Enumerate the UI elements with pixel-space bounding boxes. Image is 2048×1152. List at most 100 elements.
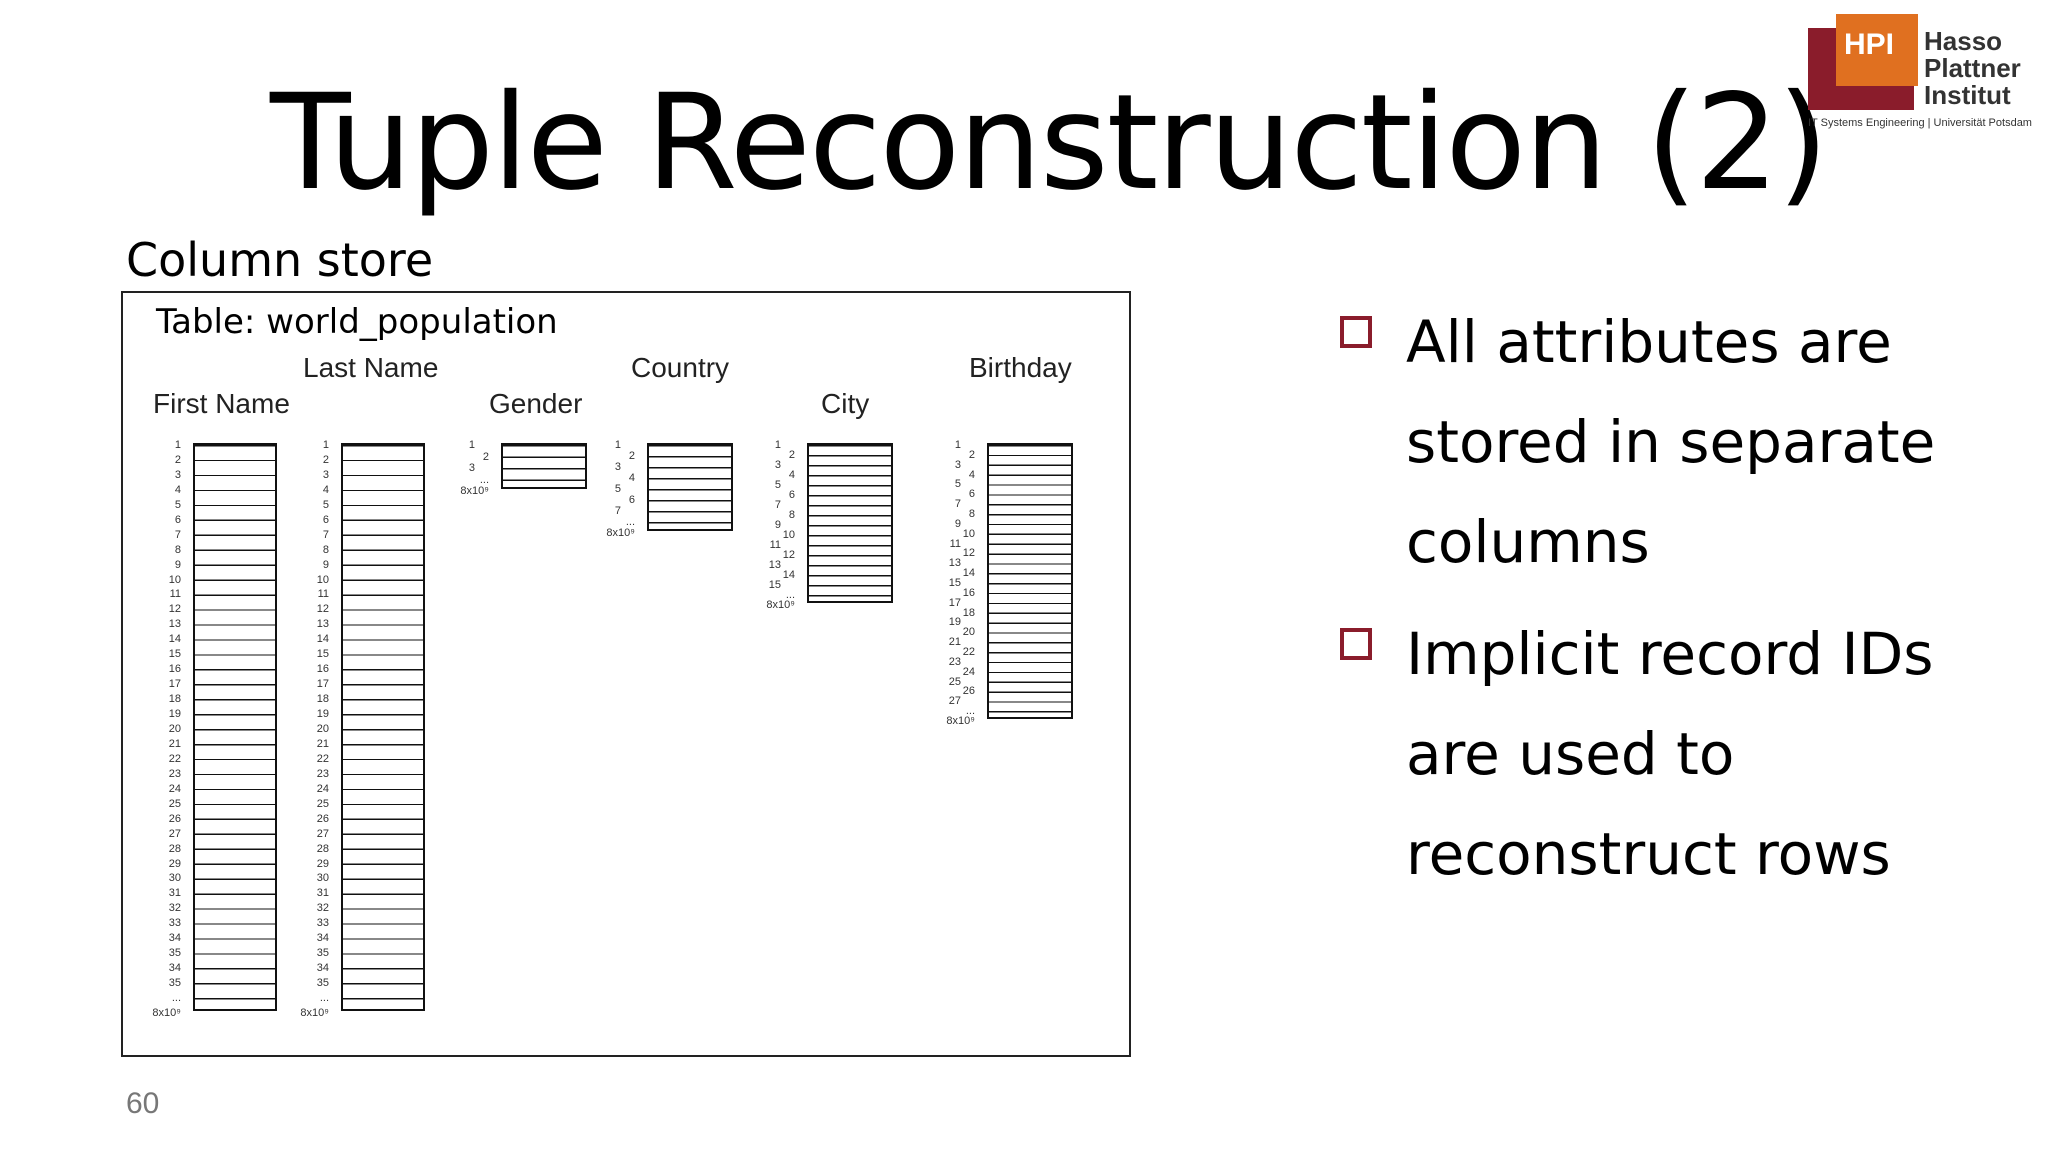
row-number-label: 32 <box>316 902 329 915</box>
row-number-label: 34 <box>316 932 329 945</box>
row-number-label: 25 <box>948 675 961 688</box>
logo-name-line: Hasso <box>1924 26 2003 56</box>
column-storage-box <box>193 443 277 1011</box>
row-number-label: 25 <box>168 797 181 810</box>
row-number-label: ... <box>171 992 181 1005</box>
row-number-label: 18 <box>962 606 975 619</box>
row-number-label: 19 <box>168 708 181 721</box>
row-number-label: 8 <box>174 543 181 556</box>
row-number-label: 2 <box>482 450 489 463</box>
row-number-label: 28 <box>316 842 329 855</box>
page-number: 60 <box>126 1087 160 1120</box>
column-storage-box <box>341 443 425 1011</box>
row-number-label: 29 <box>168 857 181 870</box>
row-number-label: 9 <box>322 558 329 571</box>
row-number-label: ... <box>785 589 795 601</box>
slide-subtitle: Column store <box>126 233 434 287</box>
column-label: Last Name <box>303 352 439 383</box>
bullet-list: All attributes are stored in separate co… <box>1340 292 2040 916</box>
bullet-square-icon <box>1340 316 1372 348</box>
row-number-label: 6 <box>174 513 181 526</box>
row-number-label: 5 <box>614 483 621 495</box>
column-storage-box <box>807 443 893 603</box>
row-number-label: 14 <box>962 567 975 580</box>
row-number-label: 14 <box>168 633 181 646</box>
row-number-label: 25 <box>316 797 329 810</box>
row-number-label: 27 <box>948 695 961 708</box>
row-number-label: 15 <box>168 648 181 661</box>
row-number-label: 35 <box>168 977 181 990</box>
row-number-label: 9 <box>774 519 781 531</box>
row-number-label: 5 <box>322 498 329 511</box>
row-number-label: 3 <box>774 459 781 471</box>
logo-badge-text: HPI <box>1844 28 1895 61</box>
row-number-label: 20 <box>168 723 181 735</box>
row-number-label: 22 <box>316 752 329 765</box>
logo-square-orange <box>1836 14 1918 86</box>
row-number-label: 11 <box>769 539 781 551</box>
row-number-label: 6 <box>788 489 795 501</box>
row-number-label: 12 <box>316 603 329 616</box>
row-number-label: 33 <box>168 917 181 930</box>
row-number-label: 1 <box>468 439 475 451</box>
row-number-label: 33 <box>316 917 329 930</box>
row-number-label: 28 <box>168 842 181 855</box>
row-number-label: 5 <box>774 479 781 491</box>
row-number-label: 20 <box>316 723 329 735</box>
row-number-label: 12 <box>782 549 795 561</box>
bullet-item: Implicit record IDs are used to reconstr… <box>1340 604 2040 904</box>
row-number-label: 23 <box>168 767 181 780</box>
row-number-label: 6 <box>322 513 329 526</box>
row-number-label: 3 <box>954 458 961 471</box>
row-number-label: 26 <box>168 812 181 825</box>
bullet-text: Implicit record IDs are used to reconstr… <box>1406 620 1934 888</box>
row-number-label: 3 <box>174 468 181 481</box>
column-label: Birthday <box>969 352 1072 383</box>
figure-caption: Table: world_population <box>156 302 558 342</box>
row-number-label: 10 <box>782 529 795 541</box>
row-number-label: ... <box>625 516 635 528</box>
row-number-label: 34 <box>168 962 181 975</box>
row-number-label: 16 <box>316 663 329 676</box>
row-number-label: 16 <box>962 586 975 599</box>
row-number-label: 2 <box>628 450 635 462</box>
bullet-item: All attributes are stored in separate co… <box>1340 292 2040 592</box>
row-number-label: 3 <box>322 468 329 481</box>
row-number-label: 13 <box>168 618 181 631</box>
row-number-label: 3 <box>614 461 621 473</box>
row-number-label: 5 <box>174 498 181 511</box>
row-number-label: 11 <box>317 588 329 601</box>
row-number-label: 7 <box>322 528 329 541</box>
column-storage-box <box>647 443 733 531</box>
row-number-label: 8x10⁹ <box>606 527 635 539</box>
slide-title: Tuple Reconstruction (2) <box>270 66 1829 220</box>
row-number-label: 26 <box>316 812 329 825</box>
row-number-label: 1 <box>954 439 961 451</box>
row-number-label: 3 <box>468 462 475 474</box>
row-number-label: 6 <box>968 488 975 501</box>
row-number-label: 17 <box>168 678 181 691</box>
row-number-label: 21 <box>316 737 329 750</box>
row-number-label: 24 <box>168 782 181 795</box>
row-number-label: 20 <box>962 626 975 639</box>
logo-subline: IT Systems Engineering | Universität Pot… <box>1808 117 2032 129</box>
row-number-label: 30 <box>168 872 181 885</box>
row-number-label: 16 <box>168 663 181 676</box>
row-number-label: 17 <box>316 678 329 691</box>
row-number-label: 15 <box>316 648 329 661</box>
row-number-label: 19 <box>948 616 961 629</box>
row-number-label: 24 <box>316 782 329 795</box>
row-number-label: 1 <box>774 439 781 451</box>
row-number-label: 29 <box>316 857 329 870</box>
row-number-label: 35 <box>316 977 329 990</box>
row-number-label: 13 <box>768 559 781 571</box>
row-number-label: 12 <box>168 603 181 616</box>
row-number-label: 14 <box>316 633 329 646</box>
row-number-label: 22 <box>962 646 975 658</box>
row-number-label: 22 <box>168 752 181 765</box>
row-number-label: 4 <box>968 468 975 481</box>
row-number-label: 19 <box>316 708 329 721</box>
logo-name: Hasso Plattner Institut <box>1924 28 2021 109</box>
column-storage-box <box>987 443 1073 719</box>
